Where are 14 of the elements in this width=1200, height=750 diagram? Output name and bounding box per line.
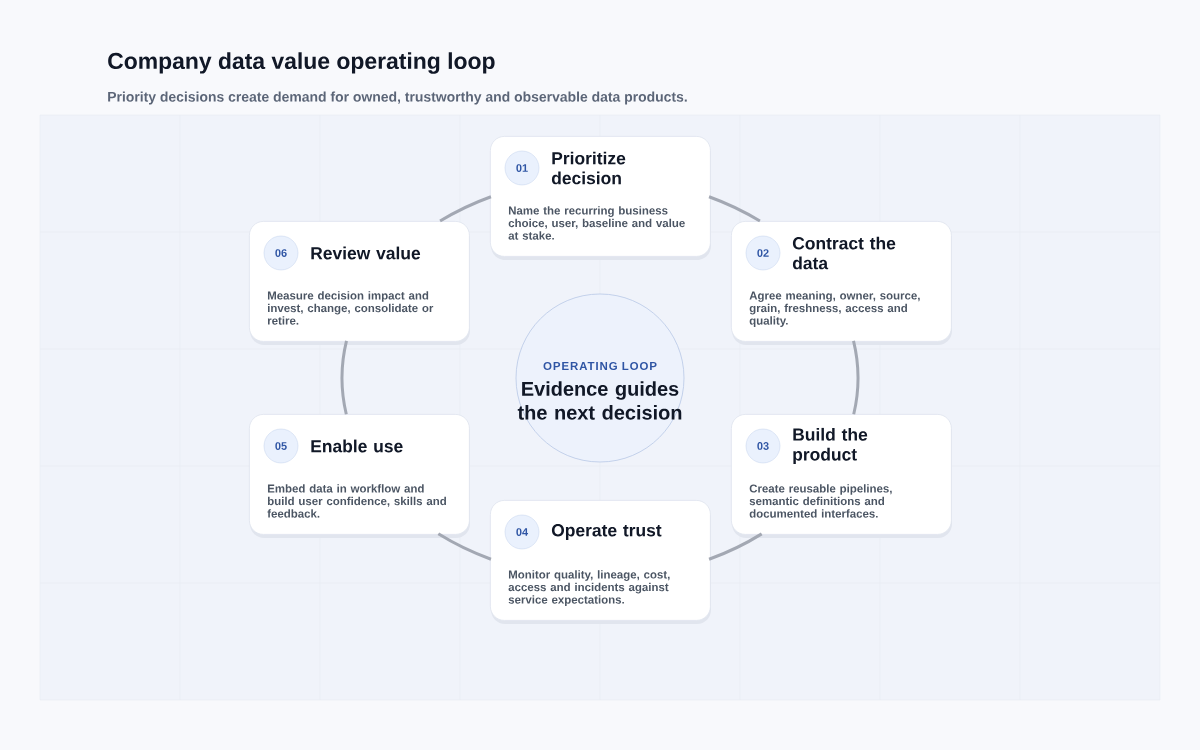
- step-card: 05 Enable use Embed data in workflow and build user confidence, skills and feedback.: [249, 414, 470, 538]
- step-card: 06 Review value Measure decision impact and invest, change, consolidate or retire.: [249, 221, 470, 345]
- title: Company data value operating loop: [108, 52, 495, 74]
- ring-connector: [340, 340, 348, 415]
- ring-connector: [437, 532, 492, 561]
- step-card: 01 Prioritize decision Name the recurring business choice, user, baseline and value at stake.: [490, 136, 711, 260]
- ring-connector: [708, 195, 761, 223]
- step-card: 03 Build the product Create reusable pipelines, semantic definitions and documented interfaces.: [731, 414, 952, 538]
- ring-connector: [439, 195, 492, 223]
- step-card: 04 Operate trust Monitor quality, lineage, cost, access and incidents against service expectations.: [490, 500, 711, 624]
- ring-connector: [708, 532, 763, 561]
- subtitle: Priority decisions create demand for owned, trustworthy and observable data products.: [108, 91, 687, 105]
- step-card: 02 Contract the data Agree meaning, owner, source, grain, freshness, access and quality.: [731, 221, 952, 345]
- ring-connector: [852, 340, 860, 415]
